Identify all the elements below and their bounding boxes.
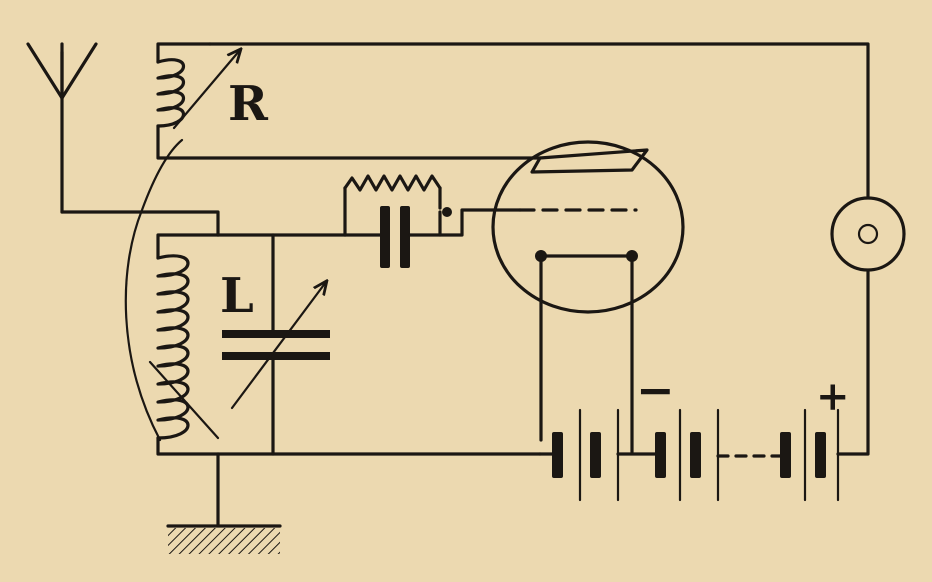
battery-bank: [538, 270, 870, 502]
tuning-coil-l: [148, 233, 542, 456]
label-l: L: [220, 268, 254, 324]
antenna-icon: [26, 42, 98, 214]
coupling-arc: [124, 138, 184, 442]
capacitor-arrow-icon: [230, 282, 326, 410]
label-r: R: [228, 76, 269, 132]
grid-resistor: [343, 174, 442, 237]
antenna-lead-wire: [60, 210, 220, 237]
reaction-coil-r: [156, 42, 542, 160]
vacuum-tube-icon: [491, 140, 685, 314]
grid-lead: [438, 208, 522, 237]
plate-wire: [208, 42, 870, 198]
grid-capacitor: [343, 206, 442, 268]
tuning-coil-slider: [148, 360, 220, 440]
grid-junction-dot: [442, 207, 452, 217]
reaction-arrow-icon: [172, 50, 240, 130]
variable-capacitor: [216, 233, 347, 456]
ground-icon: [166, 452, 282, 554]
battery-positive-label: +: [816, 373, 850, 420]
headphone-icon: [830, 196, 906, 272]
battery-negative-label: −: [636, 363, 675, 417]
